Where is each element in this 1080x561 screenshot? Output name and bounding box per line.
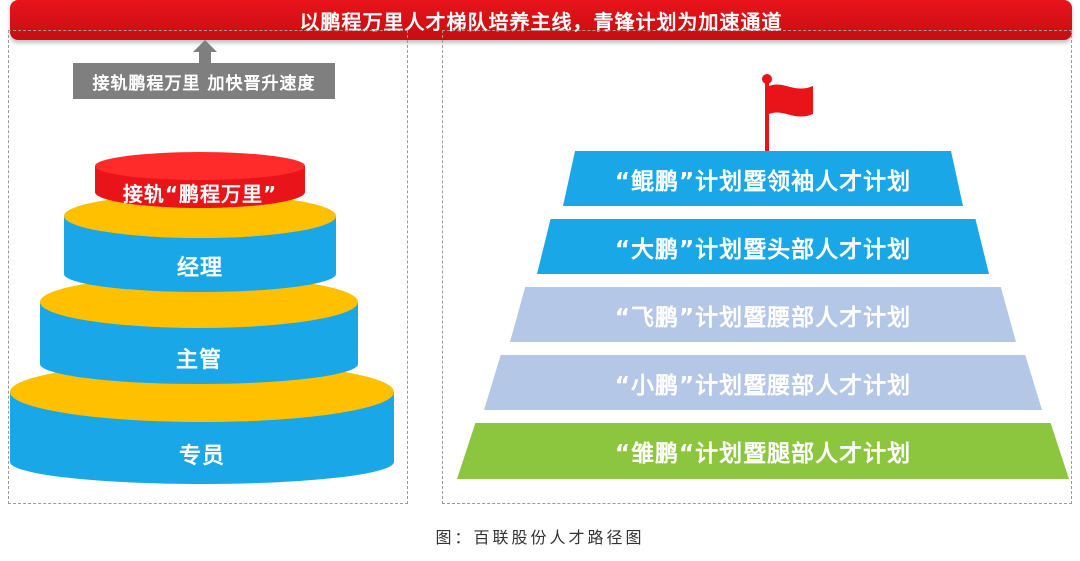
acceleration-label-box: 接轨鹏程万里 加快晋升速度	[73, 63, 335, 99]
career-cake-diagram	[10, 152, 394, 484]
cake-layer-upper	[64, 194, 336, 292]
cake-label-supervisor: 主管	[175, 348, 222, 373]
tier-kunpeng: “鲲鹏”计划暨领袖人才计划	[563, 151, 963, 206]
right-panel	[442, 30, 1072, 504]
tier-chupeng-label: “雏鹏“计划暨腿部人才计划	[614, 441, 912, 467]
tier-dapeng-label: “大鹏”计划暨头部人才计划	[614, 236, 912, 263]
tier-feipeng: “飞鹏”计划暨腰部人才计划	[510, 287, 1016, 342]
figure-caption: 图：百联股份人才路径图	[435, 528, 645, 547]
flag-icon	[762, 74, 813, 152]
cake-layer-middle	[40, 276, 358, 384]
banner-title: 以鹏程万里人才梯队培养主线，青锋计划为加速通道	[299, 9, 783, 34]
left-panel	[8, 30, 408, 504]
top-banner: 以鹏程万里人才梯队培养主线，青锋计划为加速通道	[10, 0, 1072, 40]
tier-chupeng: “雏鹏“计划暨腿部人才计划	[457, 423, 1069, 479]
cake-label-specialist: 专员	[178, 444, 225, 469]
tier-dapeng: “大鹏”计划暨头部人才计划	[537, 219, 989, 274]
up-arrow-stem	[199, 52, 211, 63]
cake-top-label: 接轨“鹏程万里”	[122, 182, 278, 206]
tier-xiaopeng: “小鹏”计划暨腰部人才计划	[484, 355, 1042, 410]
cake-layer-top	[95, 152, 305, 208]
up-arrow-icon	[193, 40, 217, 52]
tier-kunpeng-label: “鲲鹏”计划暨领袖人才计划	[614, 168, 912, 195]
tier-xiaopeng-label: “小鹏”计划暨腰部人才计划	[614, 372, 912, 399]
tier-feipeng-label: “飞鹏”计划暨腰部人才计划	[614, 304, 912, 331]
acceleration-label: 接轨鹏程万里 加快晋升速度	[92, 73, 316, 94]
cake-label-manager: 经理	[176, 256, 223, 281]
